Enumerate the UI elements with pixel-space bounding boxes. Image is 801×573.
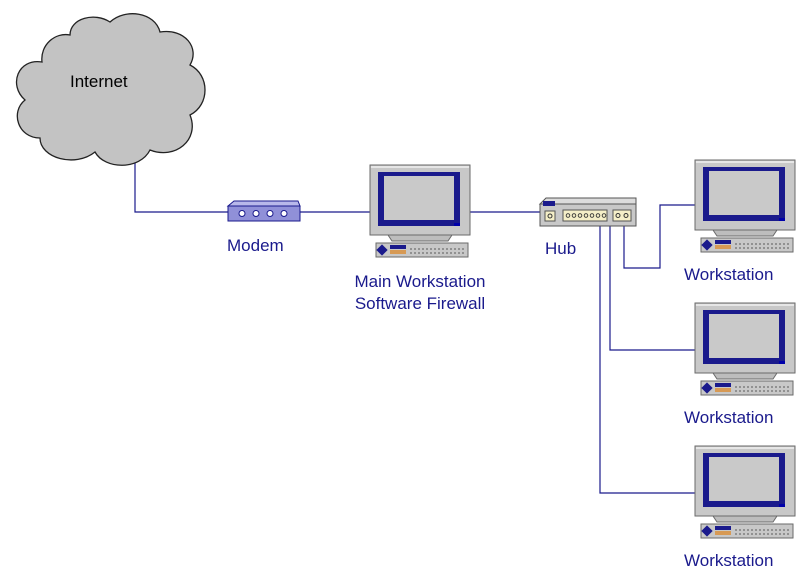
computer-icon (694, 159, 796, 253)
software-firewall-label: Software Firewall (355, 294, 485, 313)
modem-icon (226, 200, 301, 222)
workstation-1-label: Workstation (684, 265, 773, 284)
wire-internet-modem (134, 158, 228, 213)
wire-hub-ws2 (609, 226, 700, 351)
computer-icon (694, 302, 796, 396)
hub-label: Hub (545, 239, 576, 258)
cloud-icon: Internet (15, 13, 206, 166)
hub-icon (538, 197, 637, 227)
modem-label: Modem (227, 236, 284, 255)
connections (134, 158, 700, 494)
main-workstation-label: Main Workstation (354, 272, 485, 291)
wire-hub-ws3 (599, 226, 700, 494)
workstation-2-label: Workstation (684, 408, 773, 427)
computer-icon (369, 164, 471, 258)
wire-hub-ws1 (623, 204, 700, 269)
workstation-3-label: Workstation (684, 551, 773, 570)
internet-label: Internet (70, 72, 128, 91)
computer-icon (694, 445, 796, 539)
